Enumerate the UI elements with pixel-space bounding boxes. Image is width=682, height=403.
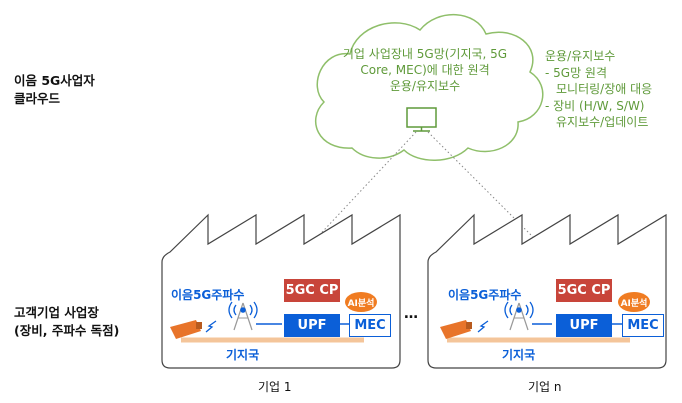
enterprise-line-1: 고객기업 사업장 [14,305,99,320]
cloud-description: 기업 사업장내 5G망(기지국, 5G Core, MEC)에 대한 원격 운용… [330,46,520,94]
antenna-1-icon [228,301,258,331]
services-item: 모니터링/장애 대응 [556,82,653,96]
mec-box-1: MEC [349,314,391,337]
services-item: 운용/유지보수 [545,49,616,63]
services-item: - 장비 (H/W, S/W) [545,98,645,113]
connector-1 [265,131,417,293]
cloud-provider-line-2: 클라우드 [14,91,61,106]
enterprise-label: 고객기업 사업장 (장비, 주파수 독점) [14,304,119,340]
mec-box-n: MEC [622,314,664,337]
cloud-text-line-1: 기업 사업장내 5G망(기지국, 5G [342,47,508,61]
camera-n-icon [440,320,472,339]
factory-name-1: 기업 1 [258,380,292,394]
ellipsis: … [404,306,418,322]
signal-1-icon [205,320,217,333]
services-item: 유지보수/업데이트 [556,115,649,129]
ai-badge-1: AI분석 [345,292,377,312]
antenna-n-icon [504,301,534,331]
cloud-provider-label: 이음 5G사업자 클라우드 [14,72,95,108]
frequency-label-1: 이음5G주파수 [171,288,245,302]
upf-box-1: UPF [284,314,340,337]
cloud-text-line-2: Core, MEC)에 대한 원격 [360,63,490,77]
frequency-label-n: 이음5G주파수 [448,288,522,302]
signal-n-icon [477,320,489,333]
factory-1-outline [161,213,401,369]
services-list: 운용/유지보수 - 5G망 원격 모니터링/장애 대응 - 장비 (H/W, S… [545,48,652,131]
enterprise-line-2: (장비, 주파수 독점) [14,323,120,338]
cloud-provider-line-1: 이음 5G사업자 [14,73,95,88]
base-station-label-n: 기지국 [502,348,536,362]
base-station-label-1: 기지국 [226,348,260,362]
core-cp-box-1: 5GC CP [284,279,340,302]
factory-name-n: 기업 n [528,380,562,394]
monitor-icon [406,107,437,132]
cloud-shape [314,14,544,161]
camera-1-icon [170,320,202,339]
ai-badge-n: AI분석 [618,292,650,312]
cloud-text-line-3: 운용/유지보수 [389,79,461,93]
core-cp-box-n: 5GC CP [556,279,612,302]
services-item: - 5G망 원격 [545,65,608,80]
upf-box-n: UPF [556,314,612,337]
